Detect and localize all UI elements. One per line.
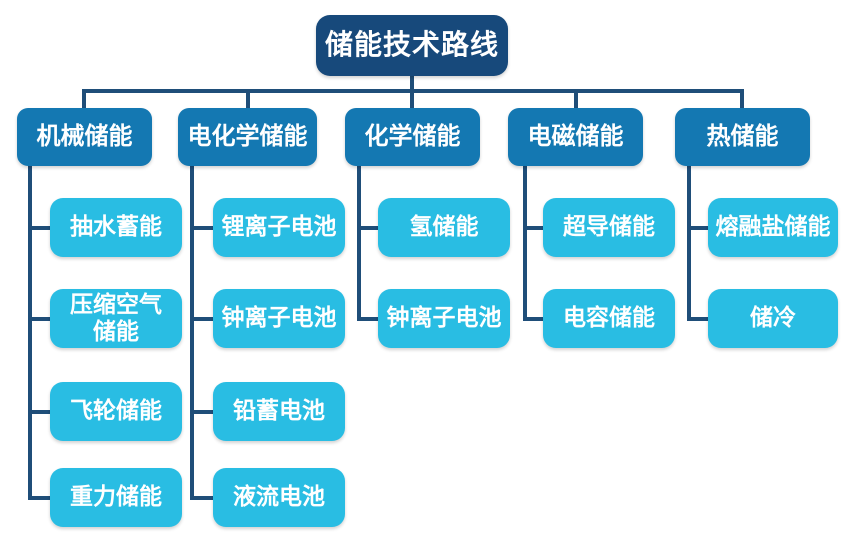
leaf-node-lead-acid-battery: 铅蓄电池 <box>213 382 345 441</box>
connector-trunk-1 <box>28 164 32 500</box>
connector-stub-branch-3 <box>410 89 414 108</box>
connector-stub-leaf <box>687 317 708 321</box>
leaf-node-zhong-ion-battery: 钟离子电池 <box>213 289 345 348</box>
leaf-node-flywheel: 飞轮储能 <box>50 382 182 441</box>
connector-stub-leaf <box>523 317 543 321</box>
leaf-node-hydrogen-storage: 氢储能 <box>378 198 510 257</box>
connector-stub-leaf <box>28 410 50 414</box>
leaf-node-flow-battery: 液流电池 <box>213 468 345 527</box>
leaf-node-pumped-hydro: 抽水蓄能 <box>50 198 182 257</box>
connector-root-drop <box>410 74 414 93</box>
connector-stub-leaf <box>523 226 543 230</box>
connector-trunk-5 <box>687 164 691 321</box>
connector-stub-leaf <box>190 226 213 230</box>
branch-node-mechanical-storage: 机械储能 <box>17 108 152 166</box>
connector-stub-leaf <box>190 410 213 414</box>
connector-trunk-4 <box>523 164 527 321</box>
connector-stub-leaf <box>190 496 213 500</box>
connector-trunk-2 <box>190 164 194 500</box>
connector-stub-leaf <box>190 317 213 321</box>
leaf-node-cold-storage: 储冷 <box>708 289 838 348</box>
connector-stub-branch-5 <box>740 89 744 108</box>
connector-stub-leaf <box>687 226 708 230</box>
branch-node-electrochemical-storage: 电化学储能 <box>178 108 317 166</box>
connector-trunk-3 <box>357 164 361 321</box>
connector-stub-branch-2 <box>246 89 250 108</box>
connector-stub-leaf <box>357 226 378 230</box>
leaf-node-gravity: 重力储能 <box>50 468 182 527</box>
root-node-energy-storage-routes: 储能技术路线 <box>316 15 508 76</box>
leaf-node-li-ion-battery: 锂离子电池 <box>213 198 345 257</box>
connector-stub-leaf <box>28 317 50 321</box>
leaf-node-superconducting-storage: 超导储能 <box>543 198 675 257</box>
branch-node-chemical-storage: 化学储能 <box>345 108 480 166</box>
connector-stub-leaf <box>28 226 50 230</box>
connector-stub-leaf <box>28 496 50 500</box>
branch-node-thermal-storage: 热储能 <box>675 108 810 166</box>
connector-stub-branch-4 <box>574 89 578 108</box>
leaf-node-zhong-ion-battery-2: 钟离子电池 <box>378 289 510 348</box>
leaf-node-compressed-air: 压缩空气储能 <box>50 289 182 348</box>
connector-stub-leaf <box>357 317 378 321</box>
connector-bus <box>84 89 744 93</box>
connector-stub-branch-1 <box>82 89 86 108</box>
branch-node-electromagnetic-storage: 电磁储能 <box>508 108 643 166</box>
leaf-node-capacitor-storage: 电容储能 <box>543 289 675 348</box>
leaf-node-molten-salt-storage: 熔融盐储能 <box>708 198 838 257</box>
